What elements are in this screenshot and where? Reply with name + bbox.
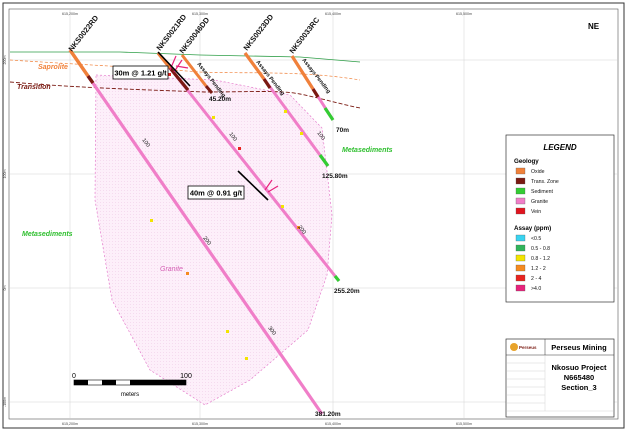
legend-label: Sediment xyxy=(531,189,553,195)
legend-title: LEGEND xyxy=(543,143,577,152)
bottom-tick-3: 615,400m xyxy=(325,422,341,426)
legend-label: <0.5 xyxy=(531,236,541,242)
legend-label: >4.0 xyxy=(531,286,541,292)
title-block: Perseus Perseus Mining Nkosuo Project N6… xyxy=(505,338,615,418)
hole-oxide-nks0033rc xyxy=(290,55,315,90)
legend-swatch xyxy=(515,264,526,272)
left-tick-1: 200m xyxy=(3,56,7,65)
left-tick-2: 100m xyxy=(3,170,7,179)
legend-swatch xyxy=(515,234,526,242)
top-tick-1: 615,200m xyxy=(62,12,78,16)
legend-label: Trans. Zone xyxy=(531,179,559,185)
assay-marks xyxy=(150,73,303,360)
legend-label: 1.2 - 2 xyxy=(531,266,546,272)
downhole-tick-200-b: 200 xyxy=(296,225,306,236)
section-name: Section_3 xyxy=(561,383,596,392)
legend-label: 0.8 - 1.2 xyxy=(531,256,550,262)
left-tick-4: -100m xyxy=(3,397,7,407)
legend-assay-items: <0.5 0.5 - 0.8 0.8 - 1.2 1.2 - 2 2 - 4 >4.0 xyxy=(515,234,550,292)
transition-base xyxy=(9,81,361,109)
legend-swatch xyxy=(515,197,526,205)
depth-label-45m: 45.20m xyxy=(209,96,231,103)
hole-trans-nks0023dd xyxy=(262,78,272,89)
scale-start: 0 xyxy=(72,373,76,380)
company-logo xyxy=(510,343,518,351)
legend-swatch xyxy=(515,254,526,262)
granite-body xyxy=(94,74,333,406)
hole-oxide-nks0046dd xyxy=(156,52,172,69)
downhole-tick-300: 300 xyxy=(266,326,276,337)
metasediments-right-label: Metasediments xyxy=(342,147,393,154)
legend-swatch xyxy=(515,284,526,292)
legend-label: Vein xyxy=(531,209,541,215)
scale-bar: 0 100 meters xyxy=(72,373,192,398)
legend-label: Oxide xyxy=(531,169,545,175)
hole-sed-nks0046dd xyxy=(333,275,341,282)
top-tick-3: 615,400m xyxy=(325,12,341,16)
hole-trans-nks0033rc xyxy=(311,88,320,98)
legend-label: 2 - 4 xyxy=(531,276,541,282)
scale-unit: meters xyxy=(121,392,139,398)
depth-label-nks0046dd: 255.20m xyxy=(334,288,360,295)
intercept-line-1 xyxy=(157,51,191,87)
hole-oxide-nks0022rd xyxy=(68,49,90,77)
downhole-tick-100-b: 100 xyxy=(227,132,237,143)
saprolite-label: Saprolite xyxy=(38,64,68,71)
hole-sed-nks0033rc xyxy=(323,107,335,121)
left-tick-3: 0m xyxy=(3,286,7,291)
hole-sed-nks0023dd xyxy=(318,154,330,167)
bottom-tick-1: 615,200m xyxy=(62,422,78,426)
intercept-text-2: 40m @ 0.91 g/t xyxy=(190,189,243,198)
legend-swatch xyxy=(515,187,526,195)
legend-swatch xyxy=(515,244,526,252)
saprolite-base xyxy=(9,59,361,81)
bottom-tick-4: 615,500m xyxy=(456,422,472,426)
intercept-line-2 xyxy=(237,170,269,201)
legend-swatch xyxy=(515,177,526,185)
bottom-tick-2: 615,300m xyxy=(192,422,208,426)
hole-trans-45m xyxy=(204,85,214,94)
intercept-box-1: 30m @ 1.21 g/t xyxy=(112,65,169,80)
hole-trans-nks0022rd xyxy=(86,75,95,84)
intercept-text-1: 30m @ 1.21 g/t xyxy=(114,69,167,78)
vein-markers xyxy=(169,55,279,193)
hole-trace-nks0046dd xyxy=(156,52,341,282)
downhole-tick-200: 200 xyxy=(201,236,211,247)
hole-trace-45m xyxy=(180,54,208,87)
legend-swatch xyxy=(515,207,526,215)
project-name: Nkosuo Project xyxy=(551,363,607,372)
granite-label: Granite xyxy=(160,266,183,273)
transition-label: Transition xyxy=(17,84,51,91)
scale-end: 100 xyxy=(180,373,192,380)
hole-oxide-nks0023dd xyxy=(243,52,266,80)
legend-geology-title: Geology xyxy=(514,158,539,165)
legend-swatch xyxy=(515,274,526,282)
metasediments-left-label: Metasediments xyxy=(22,231,73,238)
hole-trace-nks0022rd xyxy=(68,49,324,415)
depth-label-nks0033rc: 70m xyxy=(336,127,349,134)
company-name: Perseus Mining xyxy=(551,343,607,352)
company-logo-text: Perseus xyxy=(519,345,537,350)
downhole-tick-100-c: 100 xyxy=(315,131,325,142)
depth-label-nks0023dd: 125.80m xyxy=(322,173,348,180)
intercept-box-2: 40m @ 0.91 g/t xyxy=(187,185,245,200)
section-id: N665480 xyxy=(564,373,594,382)
legend-swatch xyxy=(515,167,526,175)
top-tick-2: 615,300m xyxy=(192,12,208,16)
topography-line xyxy=(10,51,361,63)
legend-label: Granite xyxy=(531,199,548,205)
direction-label: NE xyxy=(588,22,600,31)
top-tick-4: 615,500m xyxy=(456,12,472,16)
depth-label-nks0021rd: 381.20m xyxy=(315,411,341,418)
downhole-tick-100: 100 xyxy=(140,138,150,149)
hole-trans-nks0046dd xyxy=(168,66,190,92)
legend-label: 0.5 - 0.8 xyxy=(531,246,550,252)
legend-assay-title: Assay (ppm) xyxy=(514,225,551,232)
